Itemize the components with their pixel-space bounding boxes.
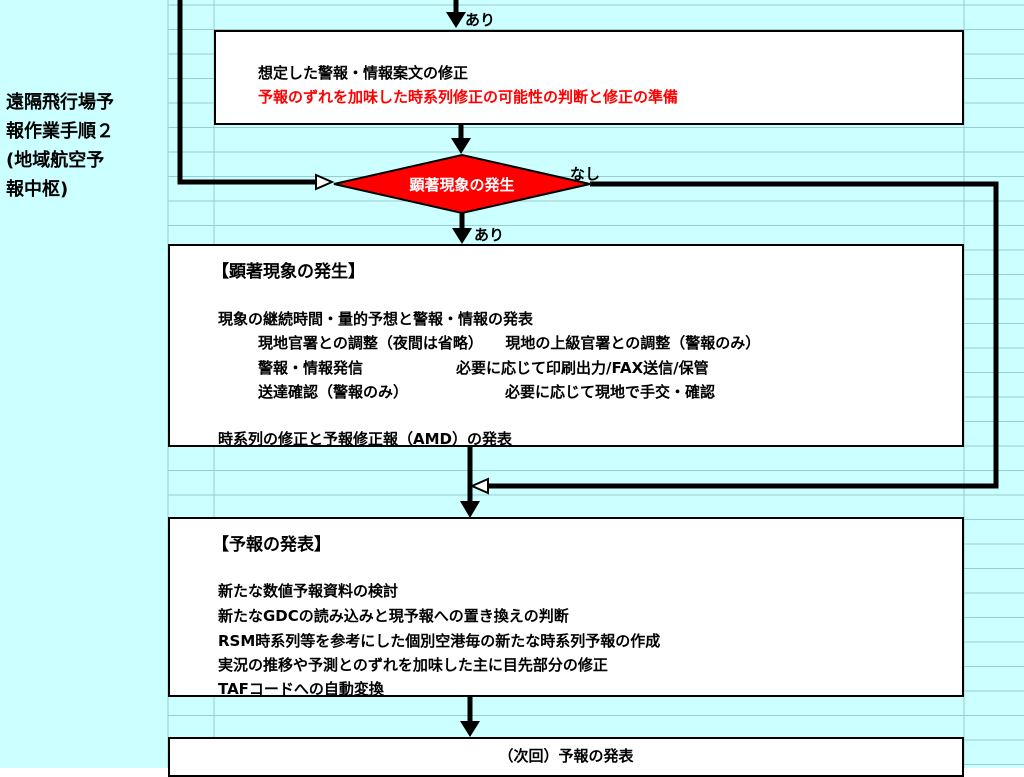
side-title-line: 報中枢) [6, 179, 69, 200]
label-no: なし [570, 165, 601, 183]
side-title: 遠隔飛行場予 報作業手順２ (地域航空予 報中枢) [6, 88, 156, 204]
box1-line-2: 予報のずれを加味した時系列修正の可能性の判断と修正の準備 [258, 88, 679, 106]
box1-line-1: 想定した警報・情報案文の修正 [258, 64, 469, 82]
box2-title: 【顕著現象の発生】 [212, 262, 365, 282]
arrow-into-box1 [446, 12, 466, 28]
arrow-into-box3 [460, 501, 480, 518]
box2-line-5: 時系列の修正と予報修正報（AMD）の発表 [218, 430, 512, 448]
decision-label: 顕著現象の発生 [409, 176, 515, 194]
box2-line-4b: 必要に応じて現地で手交・確認 [505, 383, 716, 401]
box3-line-3: RSM時系列等を参考にした個別空港毎の新たな時系列予報の作成 [218, 632, 661, 650]
box2-line-4a: 送達確認（警報のみ） [258, 383, 409, 401]
box2-line-2: 現地官署との調整（夜間は省略） 現地の上級官署との調整（警報のみ） [258, 334, 761, 352]
box2-line-3b: 必要に応じて印刷出力/FAX送信/保管 [456, 359, 709, 377]
box3-line-1: 新たな数値予報資料の検討 [218, 582, 399, 600]
process-box-forecast-issue [168, 517, 964, 697]
process-box-significant-phenomena [168, 244, 964, 447]
arrow-no-branch [469, 477, 489, 495]
side-title-line: 遠隔飛行場予 [6, 92, 114, 113]
flow-line-no-branch [488, 181, 999, 489]
box3-title: 【予報の発表】 [212, 535, 331, 555]
box3-line-2: 新たなGDCの読み込みと現予報への置き換えの判断 [218, 607, 569, 625]
label-yes-top: あり [465, 11, 496, 29]
label-yes-mid: あり [474, 226, 505, 244]
box2-line-3a: 警報・情報発信 [258, 359, 364, 377]
box3-line-5: TAFコードへの自動変換 [218, 680, 384, 698]
box4-text: （次回）予報の発表 [498, 747, 634, 765]
box3-line-4: 実況の推移や予測とのずれを加味した主に目先部分の修正 [218, 656, 608, 674]
arrow-into-box4 [460, 721, 480, 737]
arrow-into-box2 [452, 228, 472, 244]
box2-line-1: 現象の継続時間・量的予想と警報・情報の発表 [218, 310, 534, 328]
side-title-line: (地域航空予 [6, 150, 105, 171]
arrow-into-decision-left [315, 173, 335, 191]
process-box-draft-revision [214, 30, 964, 125]
flow-line-left-loop [177, 0, 318, 185]
arrow-into-decision-top [451, 138, 471, 154]
side-title-line: 報作業手順２ [6, 121, 114, 142]
